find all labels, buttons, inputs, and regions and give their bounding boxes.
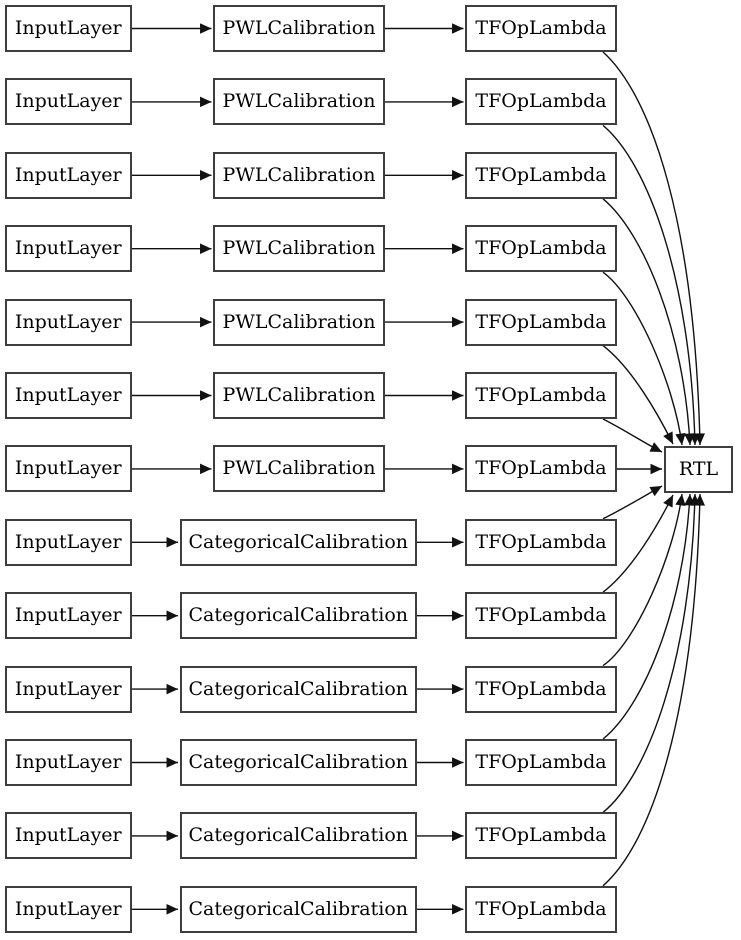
node-rtl: RTL [664,446,733,493]
node-calibration-label: PWLCalibration [222,163,376,186]
node-tfop-lambda: TFOpLambda [465,518,617,566]
node-input-layer-label: InputLayer [14,17,122,39]
node-input-layer-label: InputLayer [14,237,122,260]
node-input-layer-label: InputLayer [14,677,122,700]
node-tfop-lambda: TFOpLambda [465,78,617,126]
node-input-layer-label: InputLayer [14,457,122,480]
node-tfop-lambda-label: TFOpLambda [475,604,607,627]
node-tfop-lambda: TFOpLambda [465,739,617,786]
node-input-layer: InputLayer [4,298,132,346]
node-tfop-lambda-label: TFOpLambda [475,824,607,847]
node-tfop-lambda-label: TFOpLambda [475,677,607,700]
node-input-layer: InputLayer [4,5,132,52]
node-tfop-lambda: TFOpLambda [465,592,617,640]
node-tfop-lambda: TFOpLambda [465,372,617,419]
node-calibration-label: PWLCalibration [222,90,376,113]
node-pwl-calibration: PWLCalibration [213,78,385,126]
node-input-layer-label: InputLayer [14,163,122,186]
node-input-layer: InputLayer [4,78,132,126]
node-calibration-label: CategoricalCalibration [188,530,409,553]
node-tfop-lambda-label: TFOpLambda [475,751,607,773]
node-rtl-label: RTL [678,458,719,480]
node-input-layer-label: InputLayer [14,751,122,773]
node-tfop-lambda-label: TFOpLambda [475,897,607,920]
node-calibration-label: PWLCalibration [222,237,376,260]
node-categorical-calibration: CategoricalCalibration [179,739,417,786]
node-calibration-label: PWLCalibration [222,457,376,480]
node-calibration-label: PWLCalibration [222,17,376,39]
node-input-layer-label: InputLayer [14,604,122,627]
node-pwl-calibration: PWLCalibration [213,225,385,273]
node-calibration-label: CategoricalCalibration [188,824,409,847]
node-pwl-calibration: PWLCalibration [213,372,385,419]
node-tfop-lambda-label: TFOpLambda [475,530,607,553]
node-input-layer: InputLayer [4,151,132,199]
node-input-layer: InputLayer [4,592,132,640]
node-calibration-label: PWLCalibration [222,384,376,406]
node-tfop-lambda-label: TFOpLambda [475,384,607,406]
node-input-layer: InputLayer [4,518,132,566]
node-input-layer-label: InputLayer [14,384,122,406]
node-tfop-lambda-label: TFOpLambda [475,457,607,480]
node-calibration-label: CategoricalCalibration [188,897,409,920]
node-categorical-calibration: CategoricalCalibration [179,592,417,640]
node-input-layer: InputLayer [4,812,132,860]
node-tfop-lambda-label: TFOpLambda [475,163,607,186]
node-input-layer-label: InputLayer [14,530,122,553]
node-pwl-calibration: PWLCalibration [213,151,385,199]
node-input-layer: InputLayer [4,372,132,419]
node-tfop-lambda: TFOpLambda [465,445,617,493]
node-calibration-label: PWLCalibration [222,310,376,333]
node-input-layer: InputLayer [4,885,132,933]
node-categorical-calibration: CategoricalCalibration [179,885,417,933]
node-tfop-lambda: TFOpLambda [465,298,617,346]
node-tfop-lambda: TFOpLambda [465,885,617,933]
node-pwl-calibration: PWLCalibration [213,298,385,346]
node-tfop-lambda: TFOpLambda [465,225,617,273]
node-pwl-calibration: PWLCalibration [213,5,385,52]
node-tfop-lambda-label: TFOpLambda [475,17,607,39]
node-calibration-label: CategoricalCalibration [188,751,409,773]
node-calibration-label: CategoricalCalibration [188,677,409,700]
node-tfop-lambda: TFOpLambda [465,5,617,52]
node-input-layer: InputLayer [4,225,132,273]
node-input-layer: InputLayer [4,665,132,713]
node-tfop-lambda-label: TFOpLambda [475,90,607,113]
node-categorical-calibration: CategoricalCalibration [179,518,417,566]
node-input-layer-label: InputLayer [14,824,122,847]
node-tfop-lambda: TFOpLambda [465,665,617,713]
node-input-layer-label: InputLayer [14,897,122,920]
node-tfop-lambda-label: TFOpLambda [475,310,607,333]
node-input-layer: InputLayer [4,445,132,493]
node-input-layer-label: InputLayer [14,90,122,113]
node-input-layer: InputLayer [4,739,132,786]
node-tfop-lambda: TFOpLambda [465,151,617,199]
node-pwl-calibration: PWLCalibration [213,445,385,493]
node-tfop-lambda: TFOpLambda [465,812,617,860]
node-tfop-lambda-label: TFOpLambda [475,237,607,260]
node-input-layer-label: InputLayer [14,310,122,333]
node-calibration-label: CategoricalCalibration [188,604,409,627]
node-categorical-calibration: CategoricalCalibration [179,812,417,860]
node-categorical-calibration: CategoricalCalibration [179,665,417,713]
